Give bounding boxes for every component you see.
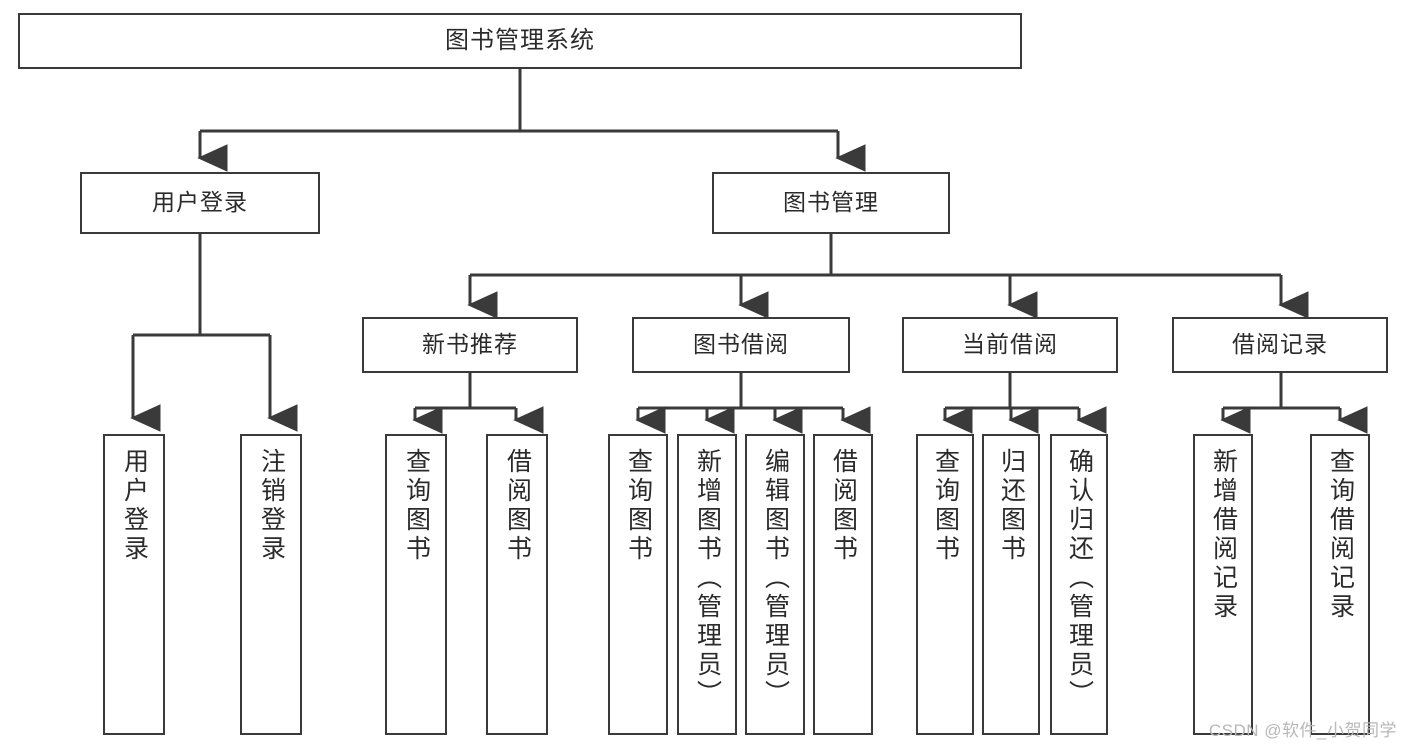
node-book-borrow[interactable]: 图书借阅: [632, 317, 850, 373]
leaf-current-return-book[interactable]: 归还图书: [982, 434, 1040, 735]
node-label: 图书管理系统: [445, 26, 595, 54]
node-book-management[interactable]: 图书管理: [712, 172, 950, 234]
leaf-user-login[interactable]: 用户登录: [103, 434, 165, 735]
leaf-user-logout[interactable]: 注销登录: [240, 434, 302, 735]
node-label: 新书推荐: [422, 331, 518, 358]
node-user-login[interactable]: 用户登录: [80, 172, 320, 234]
leaf-current-confirm-return-admin[interactable]: 确认归还（管理员）: [1050, 434, 1108, 735]
node-current-borrow[interactable]: 当前借阅: [902, 317, 1118, 373]
node-label: 查询图书: [624, 448, 653, 564]
leaf-newbook-borrow-book[interactable]: 借阅图书: [486, 434, 548, 735]
node-label: 新增图书（管理员）: [693, 448, 722, 709]
node-label: 编辑图书（管理员）: [761, 448, 790, 709]
leaf-record-query-record[interactable]: 查询借阅记录: [1310, 434, 1370, 735]
node-borrow-record[interactable]: 借阅记录: [1172, 317, 1388, 373]
node-label: 归还图书: [997, 448, 1026, 564]
node-new-book-recommend[interactable]: 新书推荐: [362, 317, 578, 373]
node-label: 查询图书: [402, 448, 431, 564]
node-label: 图书管理: [783, 189, 879, 216]
leaf-current-query-book[interactable]: 查询图书: [916, 434, 974, 735]
node-root-system[interactable]: 图书管理系统: [18, 13, 1022, 69]
leaf-newbook-query-book[interactable]: 查询图书: [385, 434, 447, 735]
csdn-watermark: CSDN @软件_小贺同学: [1208, 721, 1397, 740]
node-label: 注销登录: [257, 448, 286, 564]
leaf-borrow-add-book-admin[interactable]: 新增图书（管理员）: [677, 434, 737, 735]
leaf-borrow-borrow-book[interactable]: 借阅图书: [813, 434, 873, 735]
leaf-record-add-record[interactable]: 新增借阅记录: [1193, 434, 1253, 735]
leaf-borrow-edit-book-admin[interactable]: 编辑图书（管理员）: [745, 434, 805, 735]
node-label: 借阅图书: [829, 448, 858, 564]
node-label: 确认归还（管理员）: [1065, 448, 1094, 709]
node-label: 当前借阅: [962, 331, 1058, 358]
node-label: 借阅图书: [503, 448, 532, 564]
node-label: 用户登录: [152, 189, 248, 216]
node-label: 查询图书: [931, 448, 960, 564]
node-label: 查询借阅记录: [1326, 448, 1355, 622]
leaf-borrow-query-book[interactable]: 查询图书: [608, 434, 668, 735]
node-label: 新增借阅记录: [1209, 448, 1238, 622]
node-label: 借阅记录: [1232, 331, 1328, 358]
node-label: 用户登录: [120, 448, 149, 564]
node-label: 图书借阅: [693, 331, 789, 358]
